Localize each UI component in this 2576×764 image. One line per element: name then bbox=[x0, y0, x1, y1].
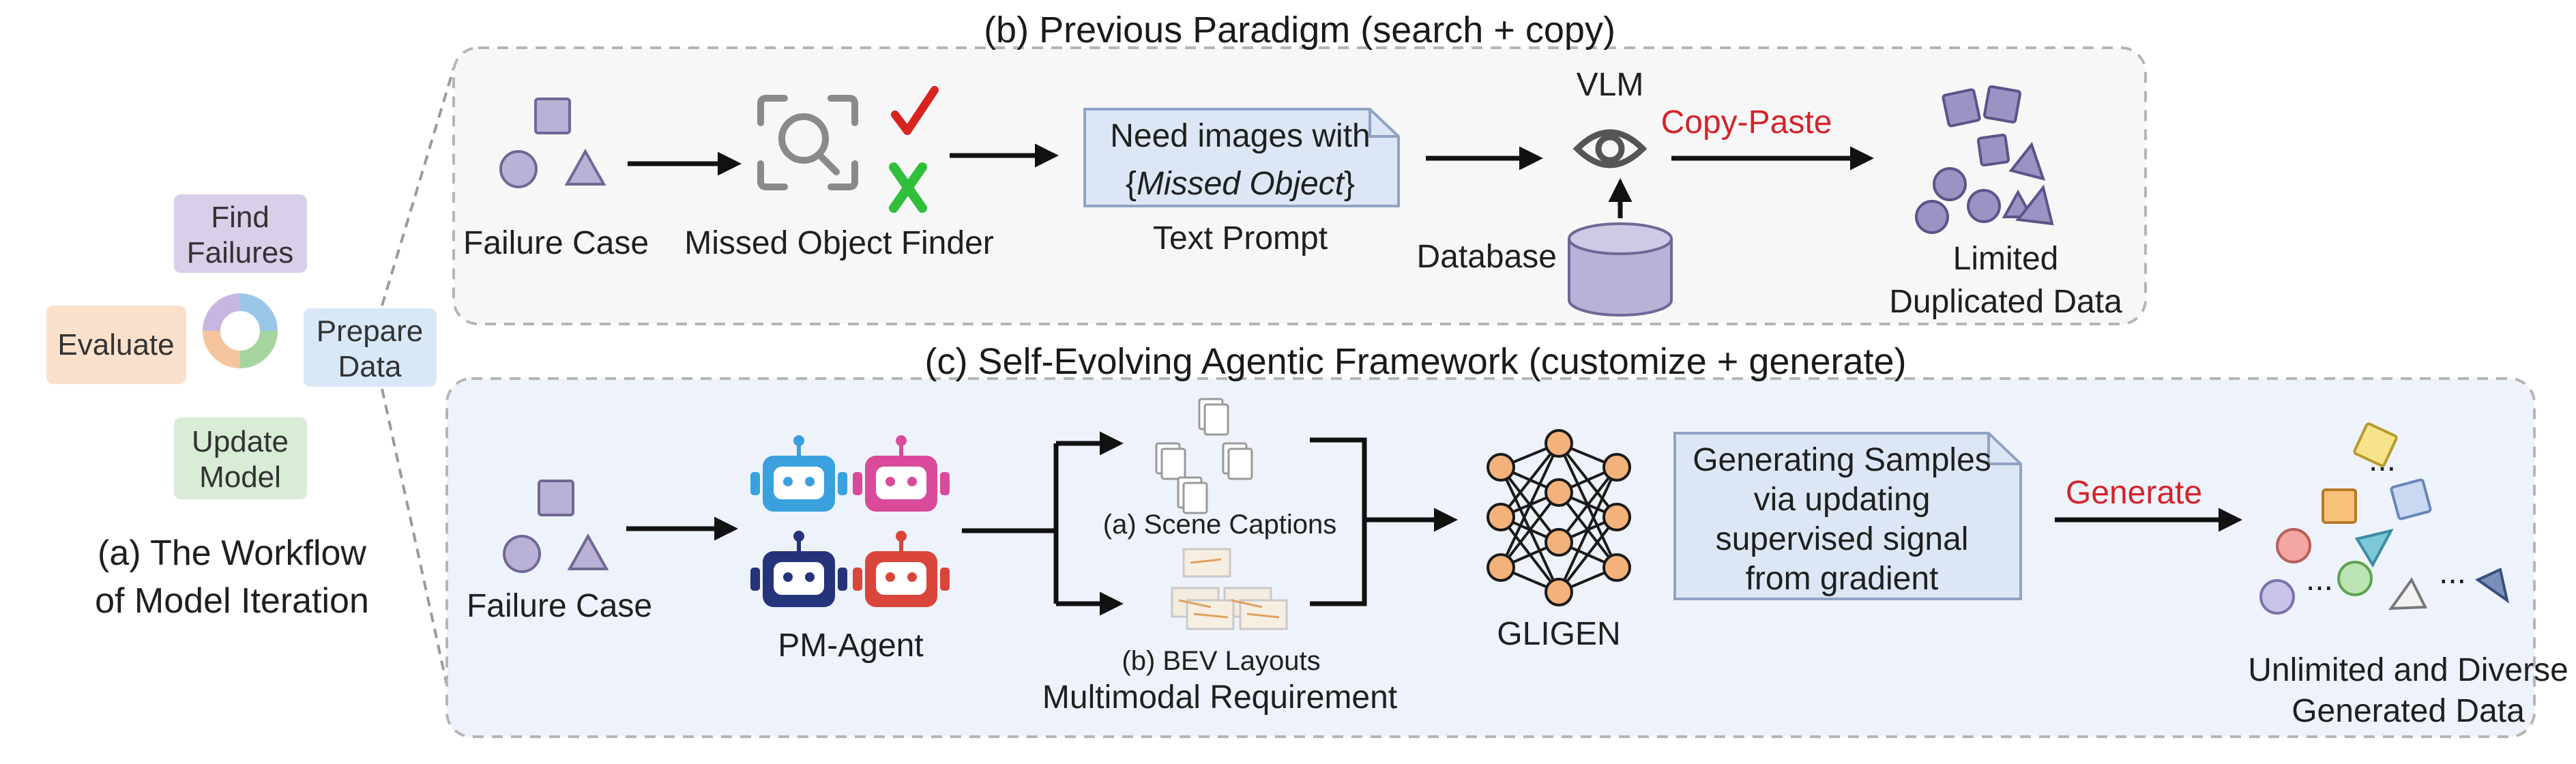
failure-case-shapes-icon bbox=[499, 98, 606, 188]
agentic-title: (c) Self-Evolving Agentic Framework (cus… bbox=[924, 341, 1906, 382]
robot-icon-pink bbox=[853, 435, 950, 512]
failure-case-shapes-icon-2 bbox=[503, 480, 609, 573]
note-line-3: supervised signal bbox=[1716, 521, 1969, 557]
note-line-2: via updating bbox=[1754, 482, 1931, 518]
diverse-shapes-icon bbox=[2259, 422, 2510, 615]
copy-paste-label: Copy-Paste bbox=[1661, 104, 1832, 141]
prepare-data-box bbox=[304, 308, 437, 387]
failure-case-label: Failure Case bbox=[463, 225, 649, 261]
cycle-arrows-icon bbox=[203, 293, 278, 368]
ellipsis-2: ... bbox=[2306, 561, 2333, 598]
ellipsis-3: ... bbox=[2439, 555, 2466, 591]
note-line-1: Generating Samples bbox=[1693, 442, 1991, 478]
text-prompt-note bbox=[1083, 108, 1400, 207]
database-icon bbox=[1568, 222, 1673, 317]
workflow-caption-1: (a) The Workflow bbox=[98, 533, 366, 573]
workflow-cycle: Find Failures Evaluate Prepare Data Upda… bbox=[46, 68, 455, 717]
ellipsis-1: ... bbox=[2369, 442, 2396, 478]
find-failures-box bbox=[174, 194, 307, 273]
workflow-caption-2: of Model Iteration bbox=[95, 581, 369, 621]
note-line-4: from gradient bbox=[1746, 561, 1939, 597]
bev-layouts-label: (b) BEV Layouts bbox=[1122, 646, 1320, 676]
find-failures-label-2: Failures bbox=[187, 236, 294, 269]
robot-icon-blue bbox=[750, 435, 847, 512]
prompt-label: Text Prompt bbox=[1153, 220, 1328, 256]
update-model-box bbox=[174, 417, 307, 499]
finder-label: Missed Object Finder bbox=[684, 225, 994, 261]
generated-data-label: Generated Data bbox=[2292, 693, 2525, 729]
previous-title: (b) Previous Paradigm (search + copy) bbox=[984, 10, 1615, 50]
previous-paradigm-panel: (b) Previous Paradigm (search + copy) Fa… bbox=[452, 10, 2147, 325]
red-check-icon bbox=[891, 86, 939, 135]
agentic-framework-panel: (c) Self-Evolving Agentic Framework (cus… bbox=[445, 341, 2568, 738]
connector-line-bottom bbox=[381, 388, 455, 717]
prepare-data-label-2: Data bbox=[338, 350, 402, 383]
bev-layout-thumbnails-icon bbox=[1171, 548, 1288, 630]
robot-icon-red bbox=[853, 531, 950, 607]
duplicated-data-label: Duplicated Data bbox=[1889, 284, 2122, 320]
green-cross-icon bbox=[889, 162, 927, 213]
update-model-label-1: Update bbox=[192, 425, 289, 458]
prompt-line-1: Need images with bbox=[1110, 118, 1371, 154]
document-stack-icon bbox=[1155, 398, 1253, 514]
failure-case-label-2: Failure Case bbox=[467, 588, 652, 624]
magnifier-finder-icon bbox=[757, 95, 858, 190]
multimodal-requirement-label: Multimodal Requirement bbox=[1042, 679, 1397, 716]
update-model-label-2: Model bbox=[199, 460, 281, 494]
pm-agent-label: PM-Agent bbox=[778, 628, 923, 664]
generating-samples-note bbox=[1673, 432, 2022, 600]
prepare-data-label-1: Prepare bbox=[317, 314, 424, 348]
find-failures-label-1: Find bbox=[211, 201, 269, 234]
evaluate-label: Evaluate bbox=[57, 328, 174, 362]
unlimited-diverse-label: Unlimited and Diverse bbox=[2248, 652, 2568, 688]
gligen-label: GLIGEN bbox=[1497, 616, 1620, 652]
database-label: Database bbox=[1417, 239, 1557, 275]
evaluate-box bbox=[46, 306, 186, 384]
robot-icon-navy bbox=[750, 531, 847, 607]
limited-label: Limited bbox=[1953, 241, 2059, 277]
prompt-line-2: {Missed Object} bbox=[1126, 166, 1355, 202]
scene-captions-label: (a) Scene Captions bbox=[1103, 510, 1336, 540]
connector-line-top bbox=[381, 68, 455, 306]
agent-output-connector bbox=[962, 443, 1059, 604]
neural-network-icon bbox=[1487, 429, 1631, 606]
generate-label: Generate bbox=[2066, 475, 2202, 511]
eye-icon bbox=[1572, 129, 1648, 168]
vlm-label: VLM bbox=[1577, 67, 1644, 103]
duplicated-shapes-icon bbox=[1915, 85, 2054, 234]
